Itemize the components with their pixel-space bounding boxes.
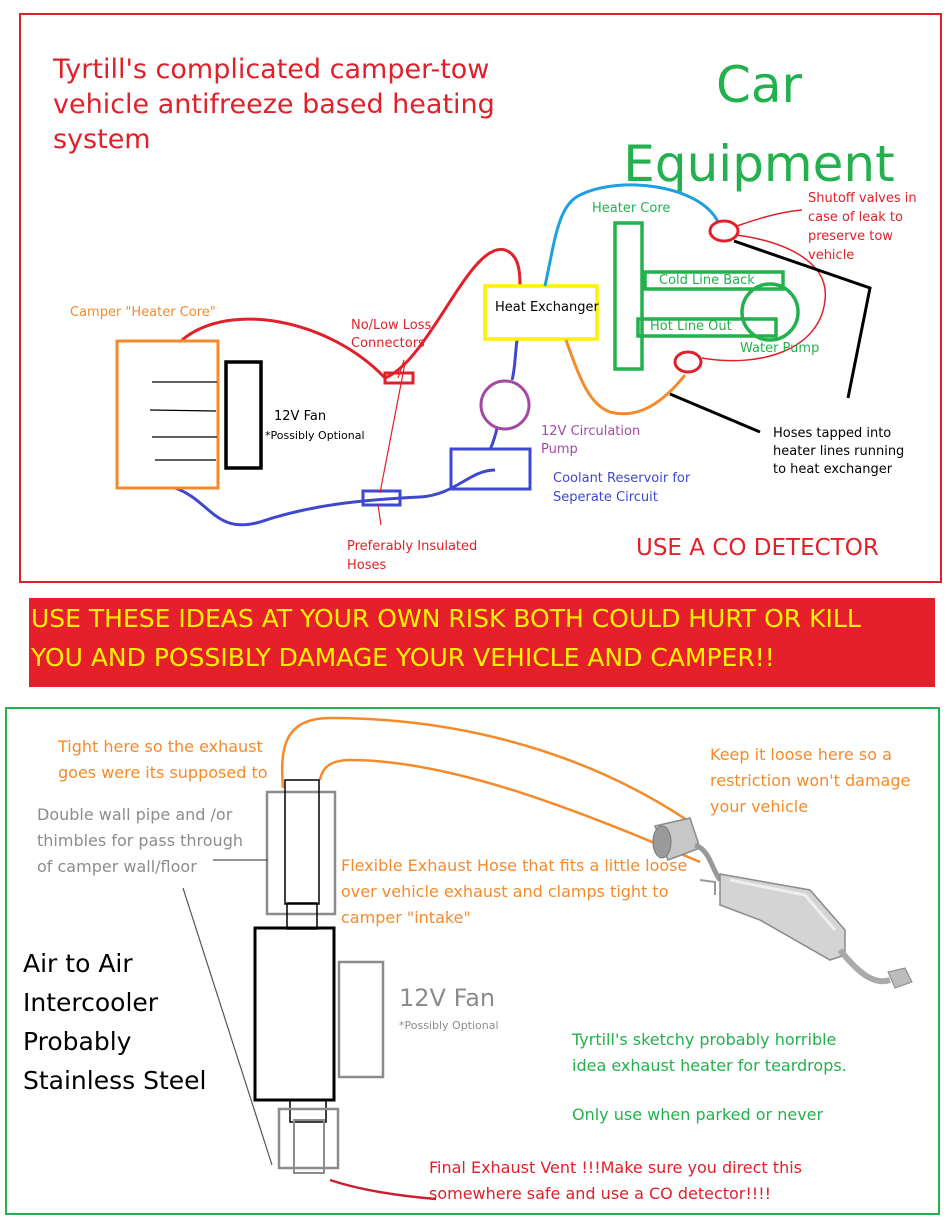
- top-title: Tyrtill's complicated camper-tow vehicle…: [53, 54, 495, 156]
- label-heat-exchanger: Heat Exchanger: [495, 300, 599, 315]
- connector-red: [383, 371, 415, 385]
- car-heater-core: [613, 221, 644, 371]
- exchanger-to-pump-hose: [510, 339, 519, 381]
- double-wall-pipe-inner: [284, 779, 320, 905]
- final-vent-outer: [277, 1107, 340, 1170]
- label-bottom-fan: 12V Fan: [399, 984, 496, 1012]
- label-flex-hose: Flexible Exhaust Hose that fits a little…: [341, 856, 688, 927]
- label-sketchy-idea: Tyrtill's sketchy probably horrible idea…: [572, 1030, 847, 1075]
- supply-line-blue: [543, 183, 720, 287]
- label-circulation-pump: 12V Circulation Pump: [541, 424, 641, 458]
- label-shutoff-valves: Shutoff valves in case of leak to preser…: [808, 191, 917, 263]
- cold-line-back: [643, 270, 785, 291]
- label-cold-line-back: Cold Line Back: [659, 273, 755, 288]
- label-bottom-fan-note: *Possibly Optional: [399, 1019, 499, 1032]
- hot-supply-hose: [181, 248, 522, 380]
- label-insulated-hoses: Preferably Insulated Hoses: [347, 539, 478, 573]
- label-keep-loose: Keep it loose here so a restriction won'…: [710, 745, 911, 816]
- shutoff-valve-upper: [708, 219, 740, 243]
- hot-line-out: [636, 317, 778, 338]
- flex-hose-top: [280, 716, 691, 824]
- tapped-hose-upper: [733, 239, 872, 399]
- label-tight-here: Tight here so the exhaust goes were its …: [58, 737, 268, 782]
- label-fan: 12V Fan: [274, 409, 327, 424]
- heat-exchanger: [483, 284, 599, 341]
- camper-heater-core: [115, 339, 220, 490]
- label-heater-core: Heater Core: [592, 201, 671, 216]
- warning-text: USE THESE IDEAS AT YOUR OWN RISK BOTH CO…: [31, 604, 861, 672]
- label-final-vent: Final Exhaust Vent !!!Make sure you dire…: [429, 1158, 802, 1203]
- circulation-pump: [479, 379, 531, 431]
- double-wall-pipe-outer: [265, 790, 337, 916]
- label-intercooler: Air to Air Intercooler Probably Stainles…: [23, 949, 207, 1095]
- top-panel-frame: [19, 13, 942, 583]
- shutoff-valve-lower: [673, 350, 703, 374]
- label-hoses-tapped: Hoses tapped into heater lines running t…: [773, 426, 905, 478]
- label-double-wall: Double wall pipe and /or thimbles for pa…: [37, 805, 243, 876]
- camper-fan: [224, 360, 263, 470]
- tapped-hose-lower: [669, 392, 761, 434]
- label-use-co-detector: USE A CO DETECTOR: [636, 535, 879, 561]
- exhaust-fan: [337, 960, 385, 1079]
- bottom-panel-frame: [5, 707, 940, 1215]
- label-connectors: No/Low Loss Connectors: [351, 318, 432, 352]
- label-camper-heater-core: Camper "Heater Core": [70, 305, 216, 320]
- coolant-reservoir: [449, 447, 532, 491]
- car-equipment-heading: Car Equipment: [623, 56, 895, 193]
- flex-hose-bottom: [318, 758, 701, 864]
- label-water-pump: Water Pump: [740, 341, 820, 356]
- water-pump: [740, 282, 800, 342]
- return-hose: [174, 468, 496, 527]
- label-fan-note: *Possibly Optional: [265, 429, 365, 442]
- label-hot-line-out: Hot Line Out: [650, 319, 732, 334]
- label-only-use: Only use when parked or never: [572, 1105, 824, 1124]
- vehicle-exhaust-illustration: [652, 817, 913, 989]
- warning-banner-bg: [29, 598, 935, 687]
- supply-line-orange: [564, 339, 687, 416]
- label-coolant-reservoir: Coolant Reservoir for Seperate Circuit: [553, 471, 691, 505]
- intercooler: [253, 926, 336, 1102]
- connector-blue: [361, 489, 402, 507]
